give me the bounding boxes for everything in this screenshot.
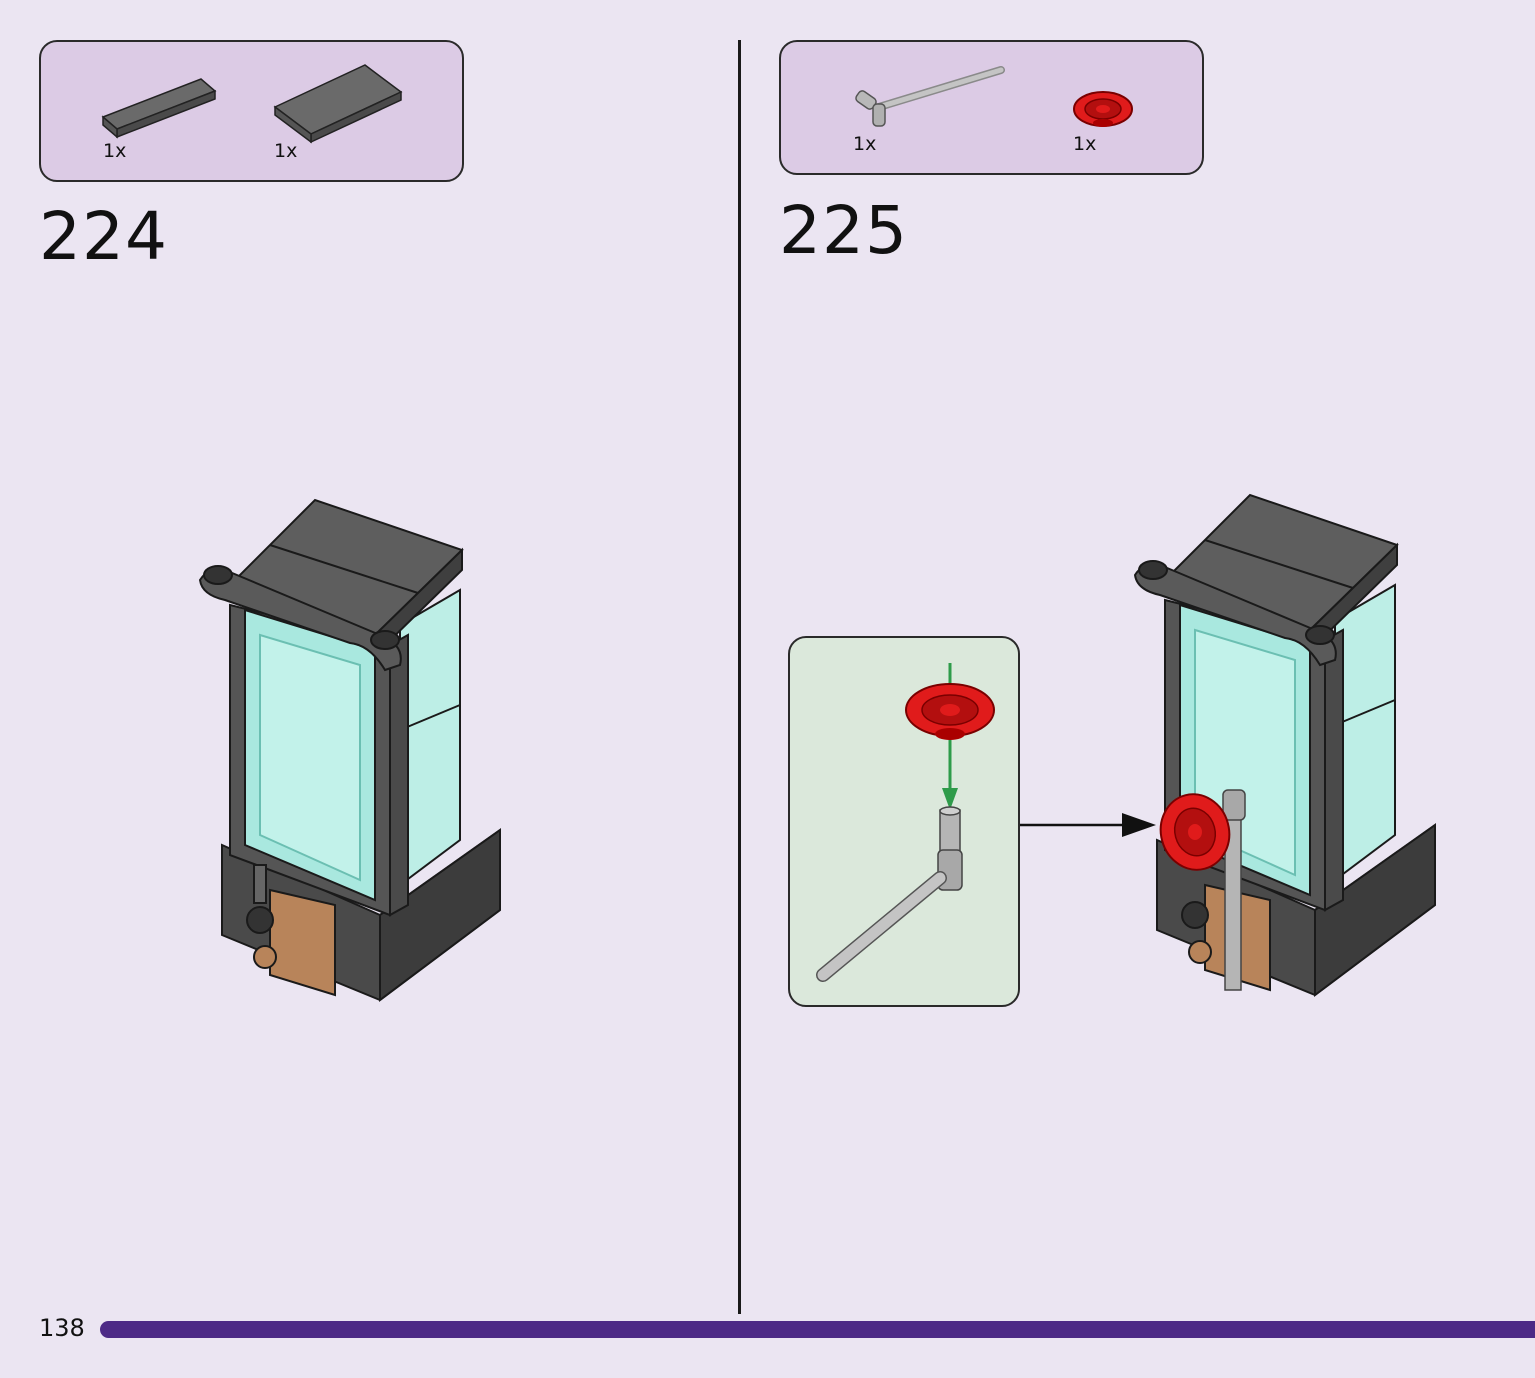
progress-bar (100, 1321, 1535, 1338)
part-qty: 1x (103, 140, 127, 162)
part-qty: 1x (853, 133, 877, 155)
dark-gray-tile-2x4-icon (273, 64, 403, 144)
light-gray-bar-with-clip-icon (855, 66, 1005, 127)
booth-model-step-225 (1133, 493, 1436, 997)
part-qty: 1x (274, 140, 298, 162)
step-number: 225 (779, 192, 908, 269)
part-qty: 1x (1073, 133, 1097, 155)
sub-assembly-callout (788, 636, 1020, 1007)
step-number: 224 (39, 198, 168, 275)
parts-list-step-224: 1x 1x (39, 40, 464, 182)
red-valve-wheel-icon (1073, 91, 1133, 127)
page-number: 138 (39, 1314, 85, 1342)
parts-list-step-225: 1x 1x (779, 40, 1204, 175)
sub-assembly-diagram (816, 663, 995, 982)
callout-pointer-arrow (1020, 813, 1156, 837)
booth-model-step-224 (198, 498, 501, 1002)
dark-gray-tile-1x4-icon (101, 78, 217, 139)
column-divider (738, 40, 741, 1314)
